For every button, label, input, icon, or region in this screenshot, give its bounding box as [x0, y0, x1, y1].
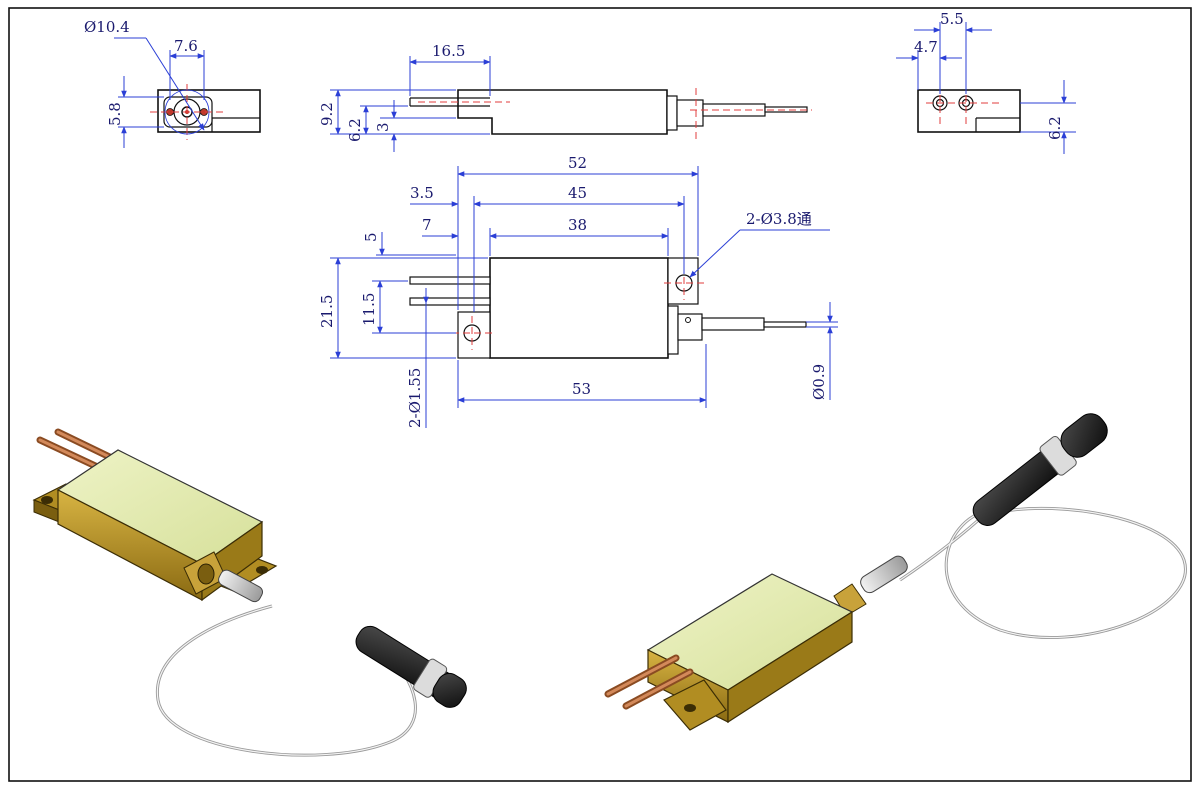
drawing-frame [8, 7, 1192, 782]
left-end-view: Ø10.4 7.6 5.8 [84, 18, 261, 148]
dim-left-hole: Ø10.4 [84, 18, 130, 36]
dim-top-offset-b: 7 [422, 216, 432, 234]
dim-top-pin-holes: 2-Ø1.55 [406, 368, 424, 428]
top-view: 52 45 3.5 38 7 5 21.5 11.5 2-Ø3.8通 [318, 154, 838, 428]
dim-right-inner: 4.7 [914, 38, 938, 56]
isometric-module-left [32, 428, 467, 757]
right-end-view: 5.5 4.7 6.2 [896, 10, 1076, 154]
dim-top-overall: 52 [568, 154, 587, 172]
dim-right-outer: 5.5 [940, 10, 964, 28]
dim-top-body-tab: 45 [568, 184, 587, 202]
dim-side-base: 3 [374, 122, 392, 132]
side-view: 16.5 9.2 6.2 3 [318, 42, 812, 152]
dim-top-total-height: 21.5 [318, 295, 336, 328]
dim-top-base: 53 [572, 380, 591, 398]
dim-top-fiber: Ø0.9 [810, 364, 828, 400]
dim-top-offset-a: 3.5 [410, 184, 434, 202]
dim-top-tab-offset: 5 [362, 232, 380, 242]
dim-left-width: 7.6 [174, 37, 198, 55]
isometric-module-right [604, 413, 1187, 731]
dim-right-height: 6.2 [1046, 116, 1064, 140]
dim-side-step: 6.2 [346, 118, 364, 142]
dim-side-pin: 16.5 [432, 42, 465, 60]
dim-top-pin-span: 11.5 [360, 293, 378, 326]
dim-side-total: 9.2 [318, 102, 336, 126]
dim-left-height: 5.8 [106, 102, 124, 126]
dim-top-body: 38 [568, 216, 587, 234]
dim-top-mount-holes: 2-Ø3.8通 [746, 210, 812, 228]
